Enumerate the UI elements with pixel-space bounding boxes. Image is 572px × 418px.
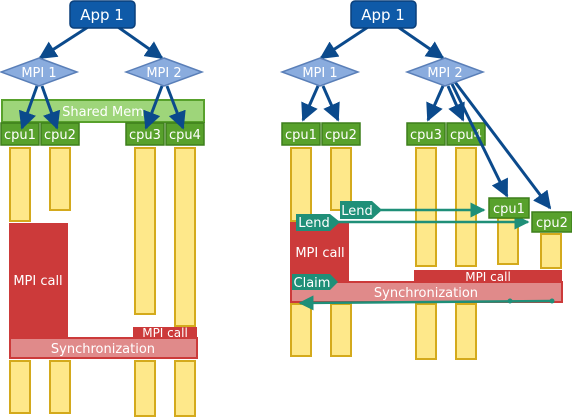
right-diagram: MPI call MPI call Synchronization Lend L… bbox=[279, 0, 572, 360]
mpi-call-strip-label-left: MPI call bbox=[142, 326, 188, 340]
arrow-mpi2-cpu2-migrated bbox=[453, 81, 552, 210]
arrow-mpi1-cpu1-right bbox=[301, 85, 320, 122]
cpu2-bar-top-right bbox=[330, 147, 352, 211]
cpu1-box-right bbox=[281, 122, 321, 146]
lend-tag-1 bbox=[340, 201, 382, 219]
mpi-call-strip-right bbox=[414, 270, 562, 282]
cpu3-label-left: cpu3 bbox=[129, 128, 161, 143]
cpu2-migrated-bar bbox=[540, 233, 562, 269]
claim-label: Claim bbox=[294, 276, 331, 291]
cpu3-bar-bottom-right bbox=[415, 303, 437, 360]
cpu3-label-right: cpu3 bbox=[410, 128, 442, 143]
arrow-mpi2-cpu3-left bbox=[143, 85, 164, 130]
mpi-call-strip-label-right: MPI call bbox=[465, 270, 511, 284]
synchronization-bar-left bbox=[9, 337, 198, 359]
arrow-mpi1-cpu2-left bbox=[40, 85, 61, 130]
arrow-mpi1-cpu1-left bbox=[18, 85, 39, 130]
mpi1-label-right: MPI 1 bbox=[302, 66, 337, 81]
cpu2-bar-bottom-right bbox=[330, 303, 352, 357]
lend-label-1: Lend bbox=[341, 204, 373, 219]
cpu2-migrated-box bbox=[531, 211, 572, 233]
claim-dot-cpu1 bbox=[507, 298, 513, 304]
cpu1-bar-bottom bbox=[9, 360, 31, 414]
cpu1-migrated-bar bbox=[497, 217, 519, 265]
arrow-app-mpi2-right bbox=[397, 25, 445, 60]
arrow-app-mpi1-left bbox=[38, 25, 89, 60]
mpi2-label-right: MPI 2 bbox=[427, 66, 462, 81]
synchronization-label-left: Synchronization bbox=[51, 342, 155, 357]
cpu4-label-left: cpu4 bbox=[169, 128, 201, 143]
mpi-call-block-right bbox=[290, 222, 349, 282]
cpu1-bar-top-right bbox=[290, 147, 312, 222]
arrow-mpi2-cpu4-right bbox=[446, 85, 465, 122]
mpi1-label-left: MPI 1 bbox=[21, 66, 56, 81]
cpu3-box-right bbox=[406, 122, 446, 146]
mpi2-diamond-left bbox=[123, 57, 205, 87]
mpi-call-label-left: MPI call bbox=[13, 274, 62, 289]
cpu2-migrated-label: cpu2 bbox=[536, 216, 568, 231]
mpi2-diamond-right bbox=[404, 57, 486, 87]
arrow-app-mpi1-right bbox=[319, 25, 369, 60]
cpu1-migrated-label: cpu1 bbox=[493, 202, 525, 217]
cpu2-bar-top bbox=[49, 147, 71, 211]
cpu1-label-right: cpu1 bbox=[285, 128, 317, 143]
shared-mem-label: Shared Mem bbox=[62, 105, 144, 120]
cpu2-bar-bottom bbox=[49, 360, 71, 414]
claim-dot-cpu2 bbox=[549, 298, 555, 304]
cpu2-box-right bbox=[321, 122, 361, 146]
left-diagram: MPI call MPI call Synchronization Shared… bbox=[0, 0, 205, 417]
arrow-mpi2-cpu4-left bbox=[165, 85, 186, 130]
mpi-call-strip-left bbox=[133, 327, 197, 338]
claim-tag bbox=[292, 274, 338, 290]
mpi1-diamond-right bbox=[279, 57, 361, 87]
arrow-mpi2-cpu3-right bbox=[426, 85, 445, 122]
cpu1-migrated-box bbox=[488, 197, 530, 219]
mpi2-label-left: MPI 2 bbox=[146, 66, 181, 81]
cpu3-bar-top bbox=[134, 147, 156, 315]
cpu1-bar-bottom-right bbox=[290, 303, 312, 357]
cpu3-bar-top-right bbox=[415, 147, 437, 267]
mpi1-diamond-left bbox=[0, 57, 80, 87]
cpu1-label-left: cpu1 bbox=[4, 128, 36, 143]
arrow-mpi2-cpu1-migrated bbox=[450, 83, 509, 198]
app-box-right bbox=[350, 0, 417, 29]
cpu4-bar-bottom bbox=[174, 360, 196, 417]
arrow-mpi1-cpu2-right bbox=[321, 85, 340, 122]
arrow-app-mpi2-left bbox=[117, 25, 164, 60]
cpu2-label-right: cpu2 bbox=[325, 128, 357, 143]
lend-label-2: Lend bbox=[298, 216, 330, 231]
app-box-left bbox=[69, 0, 136, 29]
app-label-left: App 1 bbox=[80, 6, 124, 24]
app-label-right: App 1 bbox=[361, 6, 405, 24]
mpi-call-block-left bbox=[9, 223, 68, 337]
cpu4-bar-top-right bbox=[455, 147, 477, 267]
lend-tag-2 bbox=[296, 214, 340, 231]
mpi-call-label-right: MPI call bbox=[295, 246, 344, 261]
cpu4-bar-top bbox=[174, 147, 196, 327]
synchronization-label-right: Synchronization bbox=[374, 286, 478, 301]
cpu4-bar-bottom-right bbox=[455, 303, 477, 360]
cpu3-bar-bottom bbox=[134, 360, 156, 417]
cpu2-label-left: cpu2 bbox=[44, 128, 76, 143]
cpu1-bar-top bbox=[9, 147, 31, 222]
